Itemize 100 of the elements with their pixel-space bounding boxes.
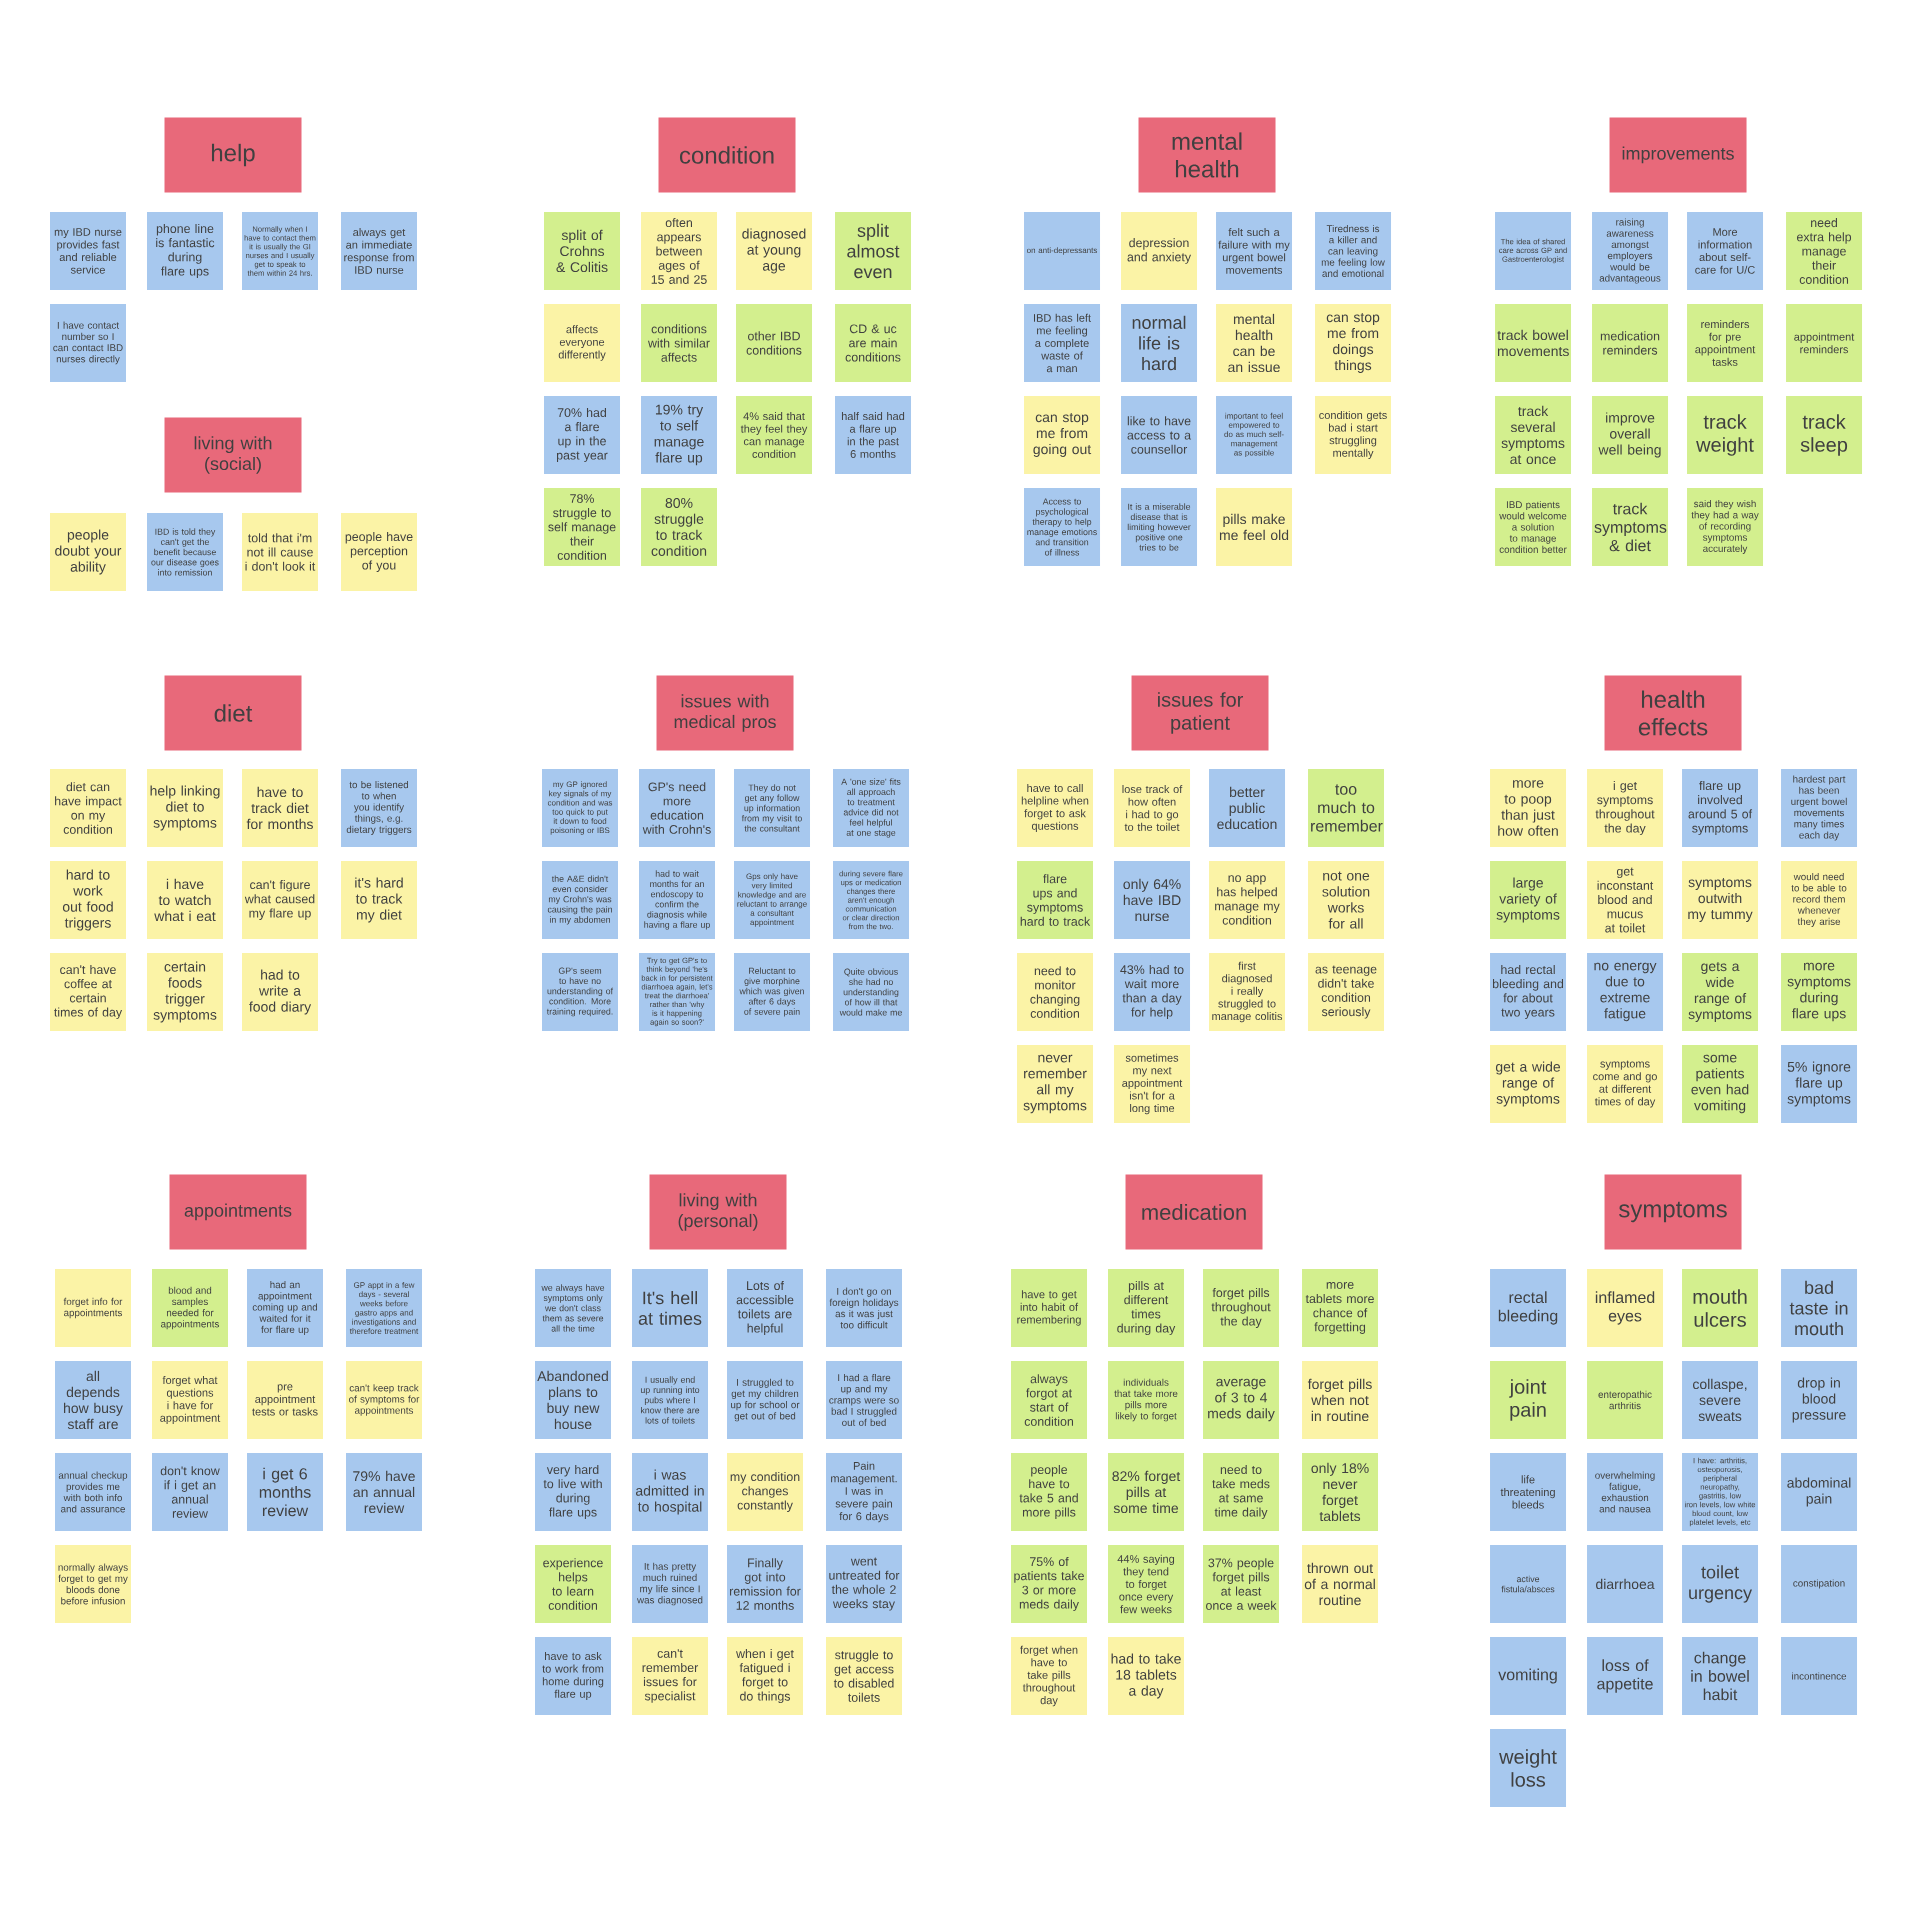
sticky-note: GP's seem to have no understanding of condition. More training required. xyxy=(542,953,618,1031)
sticky-note: would need to be able to record them whenever they arise xyxy=(1781,861,1858,939)
sticky-note: 75% of patients take 3 or more meds daily xyxy=(1011,1545,1087,1623)
sticky-note: reminders for pre appointment tasks xyxy=(1687,303,1764,382)
sticky-note: condition gets bad i start struggling mentally xyxy=(1315,395,1391,474)
sticky-note: certain foods trigger symptoms xyxy=(147,953,223,1031)
sticky-note: flare up involved around 5 of symptoms xyxy=(1682,769,1759,847)
sticky-note: my condition changes constantly xyxy=(727,1453,803,1531)
sticky-note: constipation xyxy=(1781,1545,1858,1623)
sticky-note: normally always forget to get my bloods done before infusion xyxy=(55,1545,131,1623)
sticky-note: forget info for appointments xyxy=(55,1269,131,1347)
sticky-note: some patients even had vomiting xyxy=(1682,1045,1759,1123)
sticky-note: Quite obvious she had no understanding of how ill that would make me xyxy=(833,953,909,1031)
sticky-note: experience helps to learn condition xyxy=(535,1545,611,1623)
sticky-note: more tablets more chance of forgetting xyxy=(1302,1269,1378,1347)
sticky-note: Abandoned plans to buy new house xyxy=(535,1361,611,1439)
sticky-note: sometimes my next appointment isn't for a long time xyxy=(1114,1045,1190,1123)
sticky-note: 19% try to self manage flare up xyxy=(641,395,717,474)
sticky-note: track weight xyxy=(1687,395,1764,474)
sticky-note: 44% saying they tend to forget once every few weeks xyxy=(1108,1545,1184,1623)
sticky-note: toilet urgency xyxy=(1682,1545,1759,1623)
sticky-note: better public education xyxy=(1209,769,1285,847)
sticky-note: can stop me from going out xyxy=(1024,395,1100,474)
sticky-note: A 'one size' fits all approach to treatment advice did not feel helpful at one stage xyxy=(833,769,909,847)
sticky-note: i get symptoms throughout the day xyxy=(1587,769,1663,847)
sticky-note: enteropathic arthritis xyxy=(1587,1361,1663,1439)
sticky-note: 5% ignore flare up symptoms xyxy=(1781,1045,1858,1123)
sticky-note: They do not get any follow up information from my visit to the consultant xyxy=(734,769,810,847)
sticky-note: 43% had to wait more than a day for help xyxy=(1114,953,1190,1031)
sticky-note: pre appointment tests or tasks xyxy=(247,1361,323,1439)
sticky-note: no energy due to extreme fatigue xyxy=(1587,953,1663,1031)
sticky-note: no app has helped manage my condition xyxy=(1209,861,1285,939)
sticky-note: had rectal bleeding and for about two years xyxy=(1490,953,1567,1031)
sticky-note: only 64% have IBD nurse xyxy=(1114,861,1190,939)
sticky-note: I don't go on foreign holidays as it was just too difficult xyxy=(826,1269,902,1347)
sticky-note: loss of appetite xyxy=(1587,1637,1663,1715)
sticky-note: forget what questions i have for appointment xyxy=(152,1361,228,1439)
sticky-note: always forgot at start of condition xyxy=(1011,1361,1087,1439)
sticky-note: bad taste in mouth xyxy=(1781,1269,1858,1347)
sticky-note: more to poop than just how often xyxy=(1490,769,1567,847)
sticky-note: collaspe, severe sweats xyxy=(1682,1361,1759,1439)
sticky-note: track several symptoms at once xyxy=(1495,395,1571,474)
sticky-note: GP appt in a few days - several weeks before gastro apps and investigations and therefore treatment xyxy=(346,1269,422,1347)
sticky-note: raising awareness amongst employers would be advantageous xyxy=(1592,211,1669,290)
sticky-note: my IBD nurse provides fast and reliable service xyxy=(50,211,126,290)
sticky-note: split of Crohns & Colitis xyxy=(544,211,620,290)
sticky-note: depression and anxiety xyxy=(1121,211,1197,290)
sticky-note: hardest part has been urgent bowel movements many times each day xyxy=(1781,769,1858,847)
sticky-note: weight loss xyxy=(1490,1729,1567,1807)
sticky-note: never remember all my symptoms xyxy=(1017,1045,1093,1123)
sticky-note: important to feel empowered to do as much self-management as possible xyxy=(1216,395,1292,474)
sticky-note: joint pain xyxy=(1490,1361,1567,1439)
sticky-note: only 18% never forget tablets xyxy=(1302,1453,1378,1531)
category-header: appointments xyxy=(169,1174,307,1250)
sticky-note: too much to remember xyxy=(1308,769,1384,847)
sticky-note: can't remember issues for specialist xyxy=(632,1637,708,1715)
sticky-note: have to call helpline when forget to ask questions xyxy=(1017,769,1093,847)
category-header: living with (social) xyxy=(164,417,302,493)
category-header: issues with medical pros xyxy=(656,675,794,751)
sticky-note: can't figure what caused my flare up xyxy=(242,861,318,939)
sticky-note: get a wide range of symptoms xyxy=(1490,1045,1567,1123)
sticky-note: large variety of symptoms xyxy=(1490,861,1567,939)
sticky-note: all depends how busy staff are xyxy=(55,1361,131,1439)
sticky-note: like to have access to a counsellor xyxy=(1121,395,1197,474)
category-header: symptoms xyxy=(1604,1174,1742,1250)
sticky-note: diarrhoea xyxy=(1587,1545,1663,1623)
sticky-note: have to ask to work from home during flare up xyxy=(535,1637,611,1715)
sticky-note: when i get fatigued i forget to do things xyxy=(727,1637,803,1715)
sticky-note: had an appointment coming up and waited for it for flare up xyxy=(247,1269,323,1347)
sticky-note: i was admitted in to hospital xyxy=(632,1453,708,1531)
sticky-note: very hard to live with during flare ups xyxy=(535,1453,611,1531)
sticky-note: drop in blood pressure xyxy=(1781,1361,1858,1439)
category-header: living with (personal) xyxy=(649,1174,787,1250)
sticky-note: Finally got into remission for 12 months xyxy=(727,1545,803,1623)
sticky-note: conditions with similar affects xyxy=(641,303,717,382)
category-header: diet xyxy=(164,675,302,751)
sticky-note: gets a wide range of symptoms xyxy=(1682,953,1759,1031)
sticky-note: on anti-depressants xyxy=(1024,211,1100,290)
sticky-note: 78% struggle to self manage their condition xyxy=(544,487,620,566)
sticky-note: Tiredness is a killer and can leaving me feeling low and emotional xyxy=(1315,211,1391,290)
sticky-note: have to get into habit of remembering xyxy=(1011,1269,1087,1347)
sticky-note: can't keep track of symptoms for appointments xyxy=(346,1361,422,1439)
sticky-note: need to monitor changing condition xyxy=(1017,953,1093,1031)
sticky-note: need extra help manage their condition xyxy=(1786,211,1863,290)
sticky-note: CD & uc are main conditions xyxy=(835,303,911,382)
sticky-note: first diagnosed i really struggled to manage colitis xyxy=(1209,953,1285,1031)
sticky-note: average of 3 to 4 meds daily xyxy=(1203,1361,1279,1439)
sticky-note: my GP ignored key signals of my condition and was too quick to put it down to food poisoning or IBS xyxy=(542,769,618,847)
sticky-note: we always have symptoms only we don't class them as severe all the time xyxy=(535,1269,611,1347)
sticky-note: improve overall well being xyxy=(1592,395,1669,474)
sticky-note: to be listened to when you identify things, e.g. dietary triggers xyxy=(341,769,417,847)
category-header: condition xyxy=(658,117,796,193)
sticky-note: GP's need more education with Crohn's xyxy=(639,769,715,847)
sticky-note: not one solution works for all xyxy=(1308,861,1384,939)
sticky-note: 79% have an annual review xyxy=(346,1453,422,1531)
sticky-note: diet can have impact on my condition xyxy=(50,769,126,847)
sticky-note: I have contact number so I can contact IBD nurses directly xyxy=(50,303,126,382)
sticky-note: inflamed eyes xyxy=(1587,1269,1663,1347)
sticky-note: phone line is fantastic during flare ups xyxy=(147,211,223,290)
sticky-note: i have to watch what i eat xyxy=(147,861,223,939)
